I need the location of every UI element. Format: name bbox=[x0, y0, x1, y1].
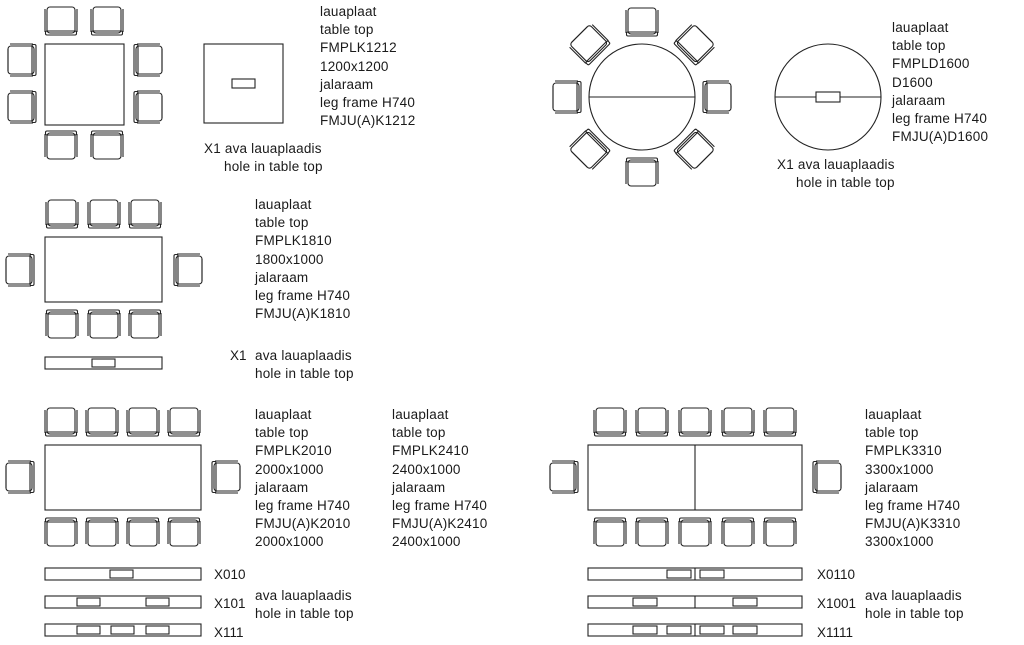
table-top-hole bbox=[699, 569, 725, 579]
square-table-top-plan bbox=[203, 43, 284, 124]
chair bbox=[128, 309, 162, 339]
chair bbox=[625, 157, 659, 187]
chair bbox=[636, 408, 668, 436]
chair bbox=[8, 91, 36, 123]
table-1810-hole-code: X1 bbox=[230, 348, 247, 363]
table-top-plan-x111 bbox=[44, 623, 202, 637]
chair bbox=[88, 200, 120, 228]
table-top-hole bbox=[699, 625, 725, 635]
chair bbox=[45, 7, 77, 35]
chair bbox=[813, 461, 841, 493]
table-3310-spec: lauaplaat table top FMPLK3310 3300x1000 … bbox=[865, 407, 961, 550]
chair bbox=[635, 517, 669, 547]
chair bbox=[594, 408, 626, 436]
chair bbox=[90, 130, 124, 160]
table-top-hole bbox=[815, 91, 841, 103]
chair bbox=[550, 461, 578, 493]
chair bbox=[91, 7, 123, 35]
chair bbox=[44, 130, 78, 160]
chair bbox=[763, 517, 797, 547]
chair bbox=[126, 517, 160, 547]
square-table-hole-note: X1 ava lauaplaadis hole in table top bbox=[204, 141, 323, 175]
chair bbox=[703, 81, 731, 113]
chair bbox=[45, 408, 77, 436]
chair bbox=[721, 517, 755, 547]
chair bbox=[127, 408, 159, 436]
chair bbox=[168, 408, 200, 436]
round-table-hole-note: X1 ava lauaplaadis hole in table top bbox=[777, 157, 895, 191]
chair bbox=[134, 44, 162, 76]
table-2010-group bbox=[6, 408, 240, 637]
chair bbox=[6, 254, 34, 286]
table-top-hole bbox=[632, 597, 658, 607]
chair bbox=[129, 200, 161, 228]
chair bbox=[167, 517, 201, 547]
table-top-hole bbox=[109, 569, 134, 579]
table-top-hole bbox=[76, 597, 101, 607]
table-2410-spec: lauaplaat table top FMPLK2410 2400x1000 … bbox=[392, 407, 488, 550]
square-table-spec: lauaplaat table top FMPLK1212 1200x1200 … bbox=[320, 4, 416, 129]
chair bbox=[46, 200, 78, 228]
table-top-hole bbox=[732, 597, 758, 607]
table-top-hole bbox=[145, 625, 170, 635]
chair bbox=[87, 309, 121, 339]
table-3310-group bbox=[550, 408, 841, 637]
chair bbox=[8, 44, 36, 76]
chair bbox=[45, 309, 79, 339]
table-top-hole bbox=[145, 597, 170, 607]
table-1810-hole-note: ava lauaplaadis hole in table top bbox=[255, 348, 354, 382]
table-top-hole bbox=[76, 625, 101, 635]
table-top-hole bbox=[231, 78, 256, 89]
table-top-hole bbox=[110, 625, 135, 635]
table-2010-spec: lauaplaat table top FMPLK2010 2000x1000 … bbox=[255, 407, 351, 550]
table-2010-top bbox=[44, 444, 202, 511]
table-top-plan-x101 bbox=[44, 595, 202, 609]
square-table-top bbox=[44, 43, 125, 126]
chair bbox=[722, 408, 754, 436]
chair bbox=[626, 8, 658, 36]
table-3310-hole-note: ava lauaplaadis hole in table top bbox=[865, 588, 964, 622]
long-table-hole-note: ava lauaplaadis hole in table top bbox=[255, 588, 354, 622]
chair bbox=[553, 81, 581, 113]
chair bbox=[678, 517, 712, 547]
table-1810-spec: lauaplaat table top FMPLK1810 1800x1000 … bbox=[255, 197, 351, 322]
table-1810-top bbox=[44, 236, 163, 303]
chair bbox=[85, 517, 119, 547]
table-top-plan-x010 bbox=[44, 567, 202, 581]
chair bbox=[212, 461, 240, 493]
chair bbox=[6, 461, 34, 493]
table-top-hole bbox=[91, 358, 116, 368]
round-table-group bbox=[553, 8, 882, 187]
table-top-hole bbox=[666, 625, 692, 635]
table-1810-top-plan bbox=[44, 356, 163, 370]
chair bbox=[44, 517, 78, 547]
hole-code-x1111: X1111 bbox=[817, 625, 854, 640]
chair bbox=[86, 408, 118, 436]
chair bbox=[679, 408, 711, 436]
hole-code-x0110: X0110 bbox=[817, 567, 856, 582]
chair bbox=[764, 408, 796, 436]
table-top-hole bbox=[666, 569, 692, 579]
chair bbox=[593, 517, 627, 547]
round-table-spec: lauaplaat table top FMPLD1600 D1600 jala… bbox=[892, 20, 989, 145]
table-1810-group bbox=[6, 200, 202, 370]
table-top-hole bbox=[632, 625, 658, 635]
hole-code-x101: X101 bbox=[214, 596, 246, 611]
hole-code-x1001: X1001 bbox=[817, 596, 857, 611]
table-top-hole bbox=[732, 625, 758, 635]
hole-code-x111: X111 bbox=[214, 625, 244, 640]
chair bbox=[174, 254, 202, 286]
hole-code-x010: X010 bbox=[214, 567, 246, 582]
chair bbox=[134, 91, 162, 123]
square-table-group bbox=[8, 7, 284, 160]
